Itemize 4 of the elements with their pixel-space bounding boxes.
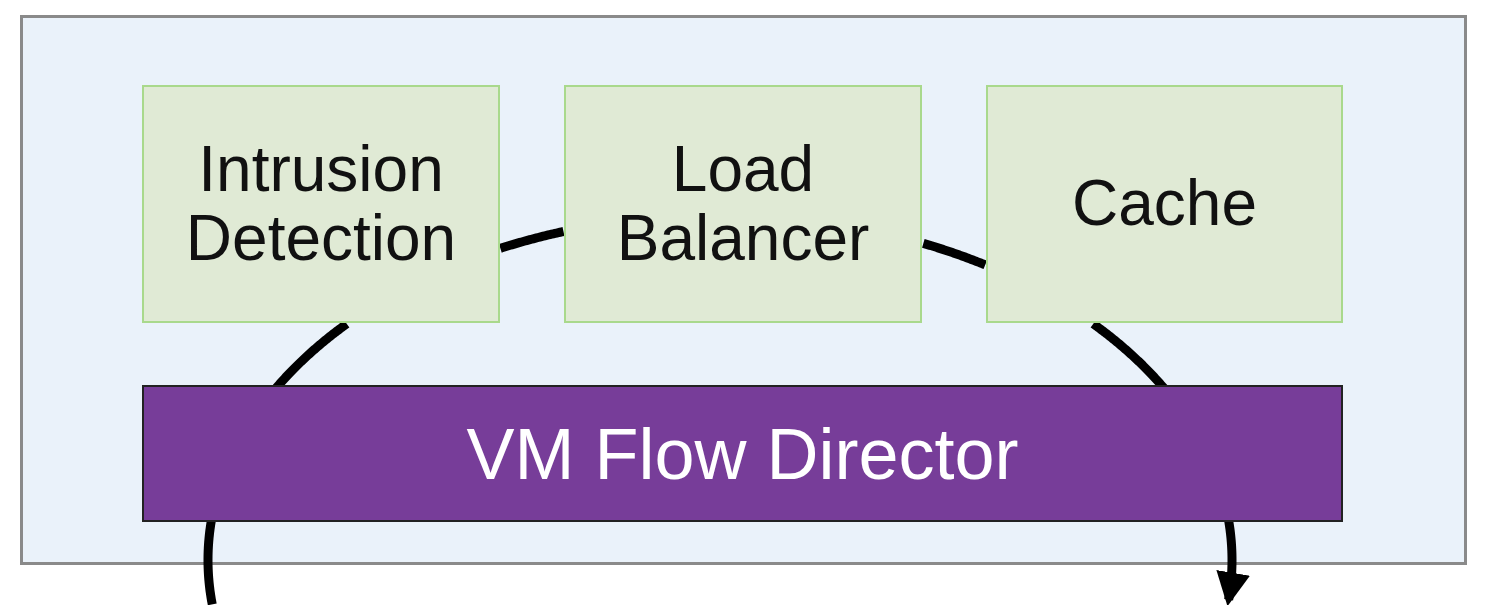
process-box: Cache [986, 85, 1343, 323]
process-box: Intrusion Detection [142, 85, 500, 323]
director-bar: VM Flow Director [142, 385, 1343, 522]
process-box: Load Balancer [564, 85, 922, 323]
